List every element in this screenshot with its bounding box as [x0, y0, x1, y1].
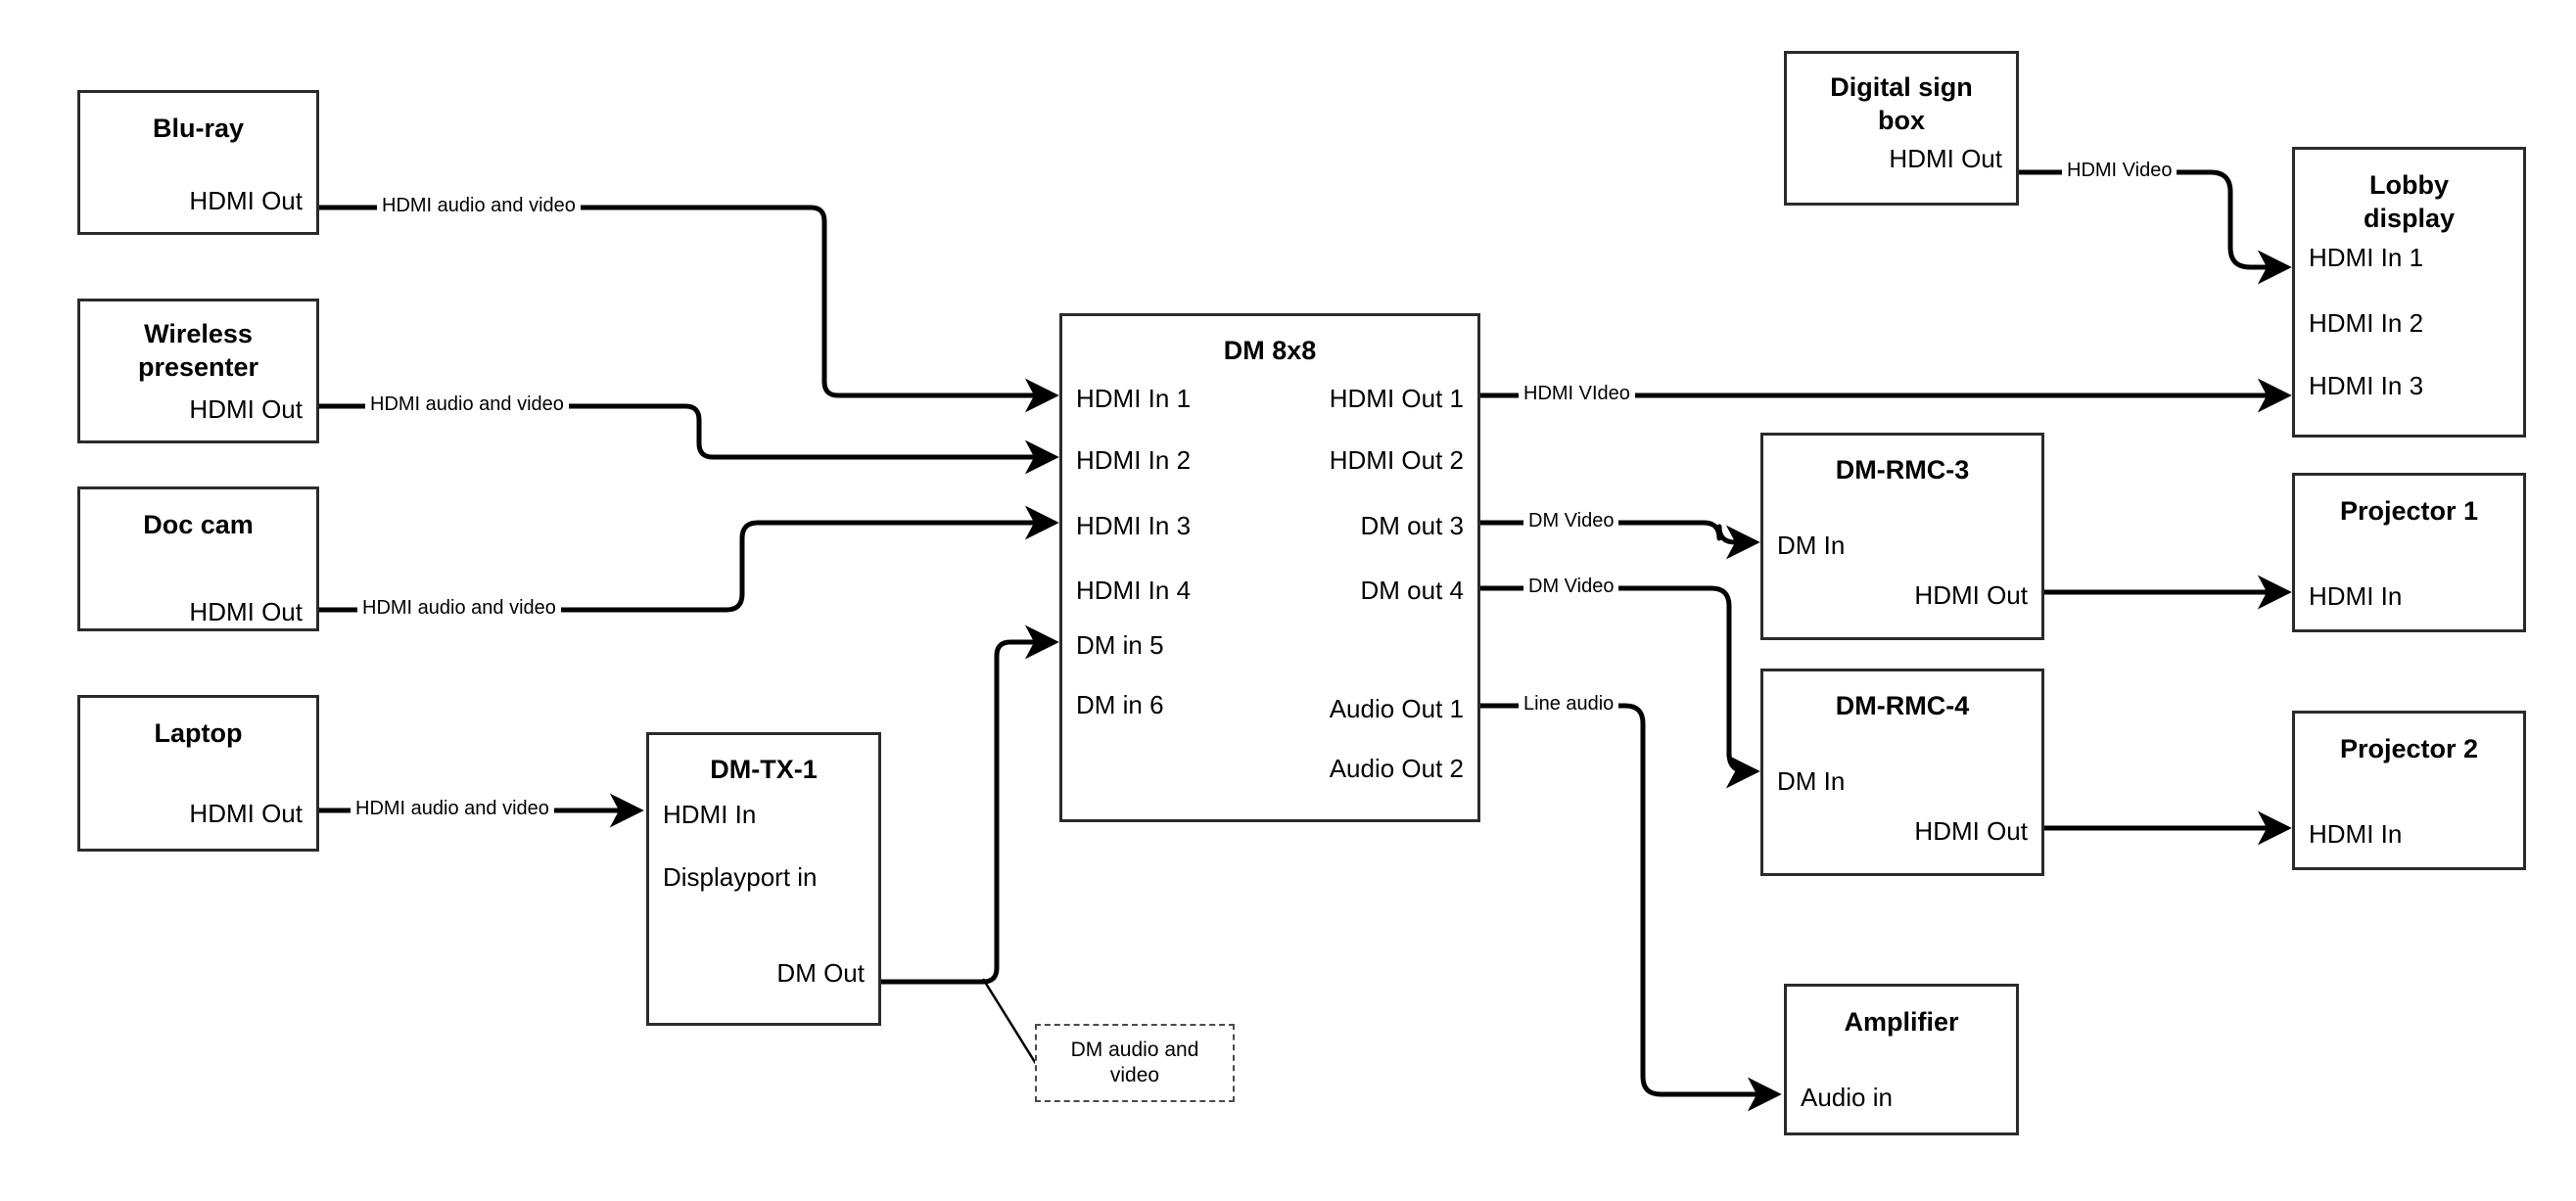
port-bluray-hdmi-out[interactable]: HDMI Out [189, 186, 303, 215]
port-dmtx1-hdmi-in[interactable]: HDMI In [663, 800, 757, 829]
node-bluray-title: Blu-ray [152, 114, 245, 143]
port-dmrmc4-hdmi-out[interactable]: HDMI Out [1914, 816, 2028, 846]
port-lobby-hdmi-in-2[interactable]: HDMI In 2 [2309, 308, 2424, 338]
node-projector-1-title: Projector 1 [2339, 496, 2479, 526]
port-dm8x8-audio-out-2[interactable]: Audio Out 2 [1329, 754, 1464, 783]
wire-dm8x8-audio-to-amplifier [1480, 703, 1782, 1112]
port-digitalsign-hdmi-out[interactable]: HDMI Out [1889, 144, 2002, 173]
node-projector-2-title: Projector 2 [2339, 734, 2479, 763]
port-dm8x8-hdmi-out-1[interactable]: HDMI Out 1 [1329, 384, 1464, 413]
node-doc-cam[interactable]: Doc cam HDMI Out [77, 486, 319, 631]
node-dm-rmc-4[interactable]: DM-RMC-4 DM In HDMI Out [1760, 669, 2044, 876]
port-dm8x8-hdmi-in-3[interactable]: HDMI In 3 [1076, 511, 1192, 540]
port-doccam-hdmi-out[interactable]: HDMI Out [189, 597, 303, 626]
port-lobby-hdmi-in-3[interactable]: HDMI In 3 [2309, 371, 2424, 400]
port-dm8x8-dm-in-6[interactable]: DM in 6 [1076, 690, 1164, 719]
node-amplifier[interactable]: Amplifier Audio in [1784, 984, 2019, 1135]
port-dm8x8-dm-in-5[interactable]: DM in 5 [1076, 630, 1164, 660]
node-doc-cam-title: Doc cam [143, 510, 254, 539]
port-dm8x8-dm-out-3[interactable]: DM out 3 [1360, 511, 1465, 540]
port-amplifier-audio-in[interactable]: Audio in [1801, 1083, 1893, 1112]
wire-label-wireless: HDMI audio and video [365, 393, 569, 416]
wire-bluray-to-dm8x8 [319, 205, 1059, 413]
port-dmtx1-displayport-in[interactable]: Displayport in [663, 862, 818, 892]
port-projector2-hdmi-in[interactable]: HDMI In [2309, 819, 2403, 849]
node-dm-rmc-4-title: DM-RMC-4 [1835, 691, 1970, 720]
port-laptop-hdmi-out[interactable]: HDMI Out [189, 799, 303, 828]
node-laptop[interactable]: Laptop HDMI Out [77, 695, 319, 852]
wire-label-doccam: HDMI audio and video [357, 596, 561, 620]
node-laptop-title: Laptop [154, 718, 243, 748]
port-dmrmc3-dm-in[interactable]: DM In [1777, 531, 1846, 560]
port-dm8x8-hdmi-out-2[interactable]: HDMI Out 2 [1329, 445, 1464, 475]
port-dm8x8-dm-out-4[interactable]: DM out 4 [1360, 576, 1465, 605]
node-dm-tx-1[interactable]: DM-TX-1 HDMI In Displayport in DM Out [646, 732, 881, 1026]
port-dmtx1-dm-out[interactable]: DM Out [776, 958, 865, 988]
node-projector-2[interactable]: Projector 2 HDMI In [2292, 711, 2526, 870]
callout-line-1: DM audio and [1070, 1039, 1199, 1061]
node-dm-rmc-3[interactable]: DM-RMC-3 DM In HDMI Out [1760, 433, 2044, 640]
port-dmrmc4-dm-in[interactable]: DM In [1777, 766, 1846, 796]
wire-label-digital-sign: HDMI Video [2062, 159, 2178, 182]
port-dm8x8-hdmi-in-2[interactable]: HDMI In 2 [1076, 445, 1192, 475]
node-dm-8x8-title: DM 8x8 [1223, 336, 1317, 365]
node-projector-1[interactable]: Projector 1 HDMI In [2292, 473, 2526, 632]
node-amplifier-title: Amplifier [1844, 1007, 1959, 1037]
callout-leader-line [981, 978, 1040, 1068]
wire-label-line-audio: Line audio [1519, 692, 1619, 716]
port-dmrmc3-hdmi-out[interactable]: HDMI Out [1914, 580, 2028, 610]
port-dm8x8-hdmi-in-1[interactable]: HDMI In 1 [1076, 384, 1192, 413]
port-lobby-hdmi-in-1[interactable]: HDMI In 1 [2309, 243, 2424, 272]
wire-digitalsign-to-lobby [2019, 169, 2292, 285]
wire-label-dm-out1: HDMI VIdeo [1519, 382, 1635, 405]
port-projector1-hdmi-in[interactable]: HDMI In [2309, 581, 2403, 611]
node-bluray[interactable]: Blu-ray HDMI Out [77, 90, 319, 235]
wire-dm8x8-out4-to-rmc4 [1480, 585, 1760, 789]
port-dm8x8-hdmi-in-4[interactable]: HDMI In 4 [1076, 576, 1192, 605]
wire-label-laptop: HDMI audio and video [351, 797, 554, 820]
callout-line-2: video [1109, 1064, 1160, 1086]
callout-dm-audio-and-video: DM audio and video [1035, 1024, 1235, 1102]
wire-label-bluray: HDMI audio and video [377, 194, 581, 217]
wire-label-dm-out3: DM Video [1523, 509, 1619, 532]
node-dm-tx-1-title: DM-TX-1 [710, 755, 818, 784]
node-dm-8x8[interactable]: DM 8x8 HDMI In 1 HDMI In 2 HDMI In 3 HDM… [1059, 313, 1480, 822]
port-dm8x8-audio-out-1[interactable]: Audio Out 1 [1329, 694, 1464, 723]
port-wireless-hdmi-out[interactable]: HDMI Out [189, 394, 303, 424]
node-dm-rmc-3-title: DM-RMC-3 [1835, 455, 1970, 485]
wire-label-dm-out4: DM Video [1523, 575, 1619, 598]
wire-dmtx1-to-dm8x8 [881, 624, 1059, 985]
